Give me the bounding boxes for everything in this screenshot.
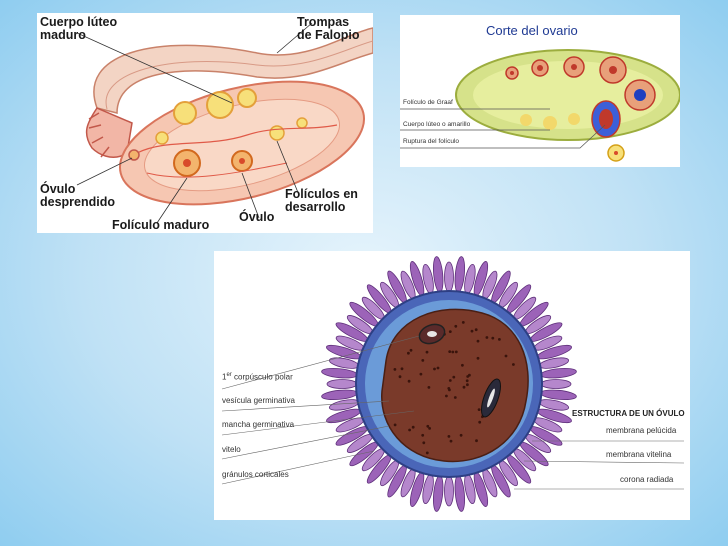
yolk-granule	[466, 383, 469, 387]
corona-cell	[326, 379, 358, 389]
yolk-granule	[478, 420, 482, 424]
yolk-granule	[411, 425, 415, 429]
yolk-granule	[453, 396, 457, 399]
corona-cell	[454, 475, 466, 512]
corona-cell	[454, 256, 466, 293]
yolk-granule	[448, 350, 452, 353]
yolk-granule	[393, 423, 397, 427]
yolk-granule	[419, 372, 423, 376]
label-foliculo-graaf: Folículo de Graaf	[403, 99, 453, 106]
corona-cell	[540, 389, 577, 401]
label-vitelo: vitelo	[222, 445, 241, 454]
corona-cell	[540, 379, 572, 389]
ovulo-illustration	[221, 256, 685, 512]
corona-cell	[540, 367, 577, 379]
corona-cell	[432, 475, 444, 512]
corona-cell	[321, 389, 358, 401]
yolk-granule	[475, 439, 478, 443]
yolk-granule	[421, 359, 425, 362]
yolk-granule	[454, 350, 458, 354]
yolk-granule	[449, 439, 453, 443]
corona-radiata	[321, 256, 577, 512]
yolk-granule	[427, 386, 431, 389]
yolk-granule	[477, 408, 481, 411]
label-mancha-germinativa: mancha germinativa	[222, 420, 295, 429]
corte-ovario-panel: Corte del ovario Folículo de Graaf Cuerp…	[400, 15, 680, 167]
yolk-granule	[408, 428, 411, 432]
label-corpusculo-polar: 1er corpúsculo polar	[222, 372, 293, 382]
yolk-granule	[428, 427, 431, 430]
yolk-granule	[398, 375, 402, 379]
yolk-granule	[422, 441, 426, 445]
yolk-granule	[452, 375, 456, 379]
label-corona-radiada: corona radiada	[620, 475, 674, 484]
label-ruptura-foliculo: Ruptura del folículo	[403, 138, 460, 145]
yolk-granule	[461, 363, 464, 367]
yolk-granule	[476, 356, 480, 360]
yolk-granule	[447, 387, 451, 390]
yolk-granule	[425, 451, 429, 455]
yolk-granule	[476, 339, 480, 343]
label-membrana-pelucida: membrana pelúcida	[606, 426, 677, 435]
corona-cell	[444, 475, 454, 507]
label-cuerpo-luteo-amarillo: Cuerpo lúteo o amarillo	[403, 121, 471, 128]
yolk-granule	[433, 367, 436, 371]
label-vesicula-germinativa: vesícula germinativa	[222, 396, 295, 405]
yolk-granule	[425, 350, 429, 354]
yolk-granule	[491, 336, 495, 340]
yolk-granule	[454, 324, 458, 328]
yolk-granule	[393, 368, 397, 371]
label-foliculo-maduro: Folículo maduro	[112, 218, 210, 232]
yolk-granule	[421, 433, 425, 437]
ovulo-title: ESTRUCTURA DE UN ÓVULO	[572, 409, 685, 418]
label-ovulo: Óvulo	[239, 210, 275, 224]
yolk-granule	[448, 330, 452, 333]
label-granulos-corticales: gránulos corticales	[222, 470, 289, 479]
yolk-granule	[447, 435, 451, 438]
yolk-granule	[448, 379, 452, 382]
yolk-granule	[436, 366, 440, 370]
label-membrana-vitelina: membrana vitelina	[606, 450, 672, 459]
ovary-illustration	[76, 22, 373, 224]
yolk-granule	[407, 351, 410, 355]
yolk-granule	[470, 329, 474, 333]
corte-title: Corte del ovario	[486, 23, 578, 38]
corona-cell	[321, 367, 358, 379]
corona-cell	[432, 256, 444, 293]
yolk-granule	[445, 394, 448, 398]
yolk-granule	[409, 348, 413, 352]
yolk-granule	[474, 328, 478, 332]
yolk-granule	[504, 354, 508, 358]
yolk-granule	[459, 433, 463, 437]
yolk-granule	[400, 367, 404, 371]
yolk-granule	[461, 321, 465, 324]
corona-cell	[444, 261, 454, 293]
yolk-granule	[462, 385, 466, 389]
estructura-ovulo-panel: 1er corpúsculo polar vesícula germinativ…	[214, 251, 690, 520]
yolk-granule	[407, 379, 411, 383]
corte-ovario-illustration	[400, 49, 680, 162]
yolk-granule	[512, 363, 515, 366]
yolk-granule	[468, 373, 471, 377]
yolk-granule	[485, 336, 489, 339]
yolk-granule	[426, 424, 430, 428]
yolk-granule	[498, 338, 501, 341]
yolk-granule	[451, 350, 455, 354]
yolk-granule	[465, 379, 469, 383]
